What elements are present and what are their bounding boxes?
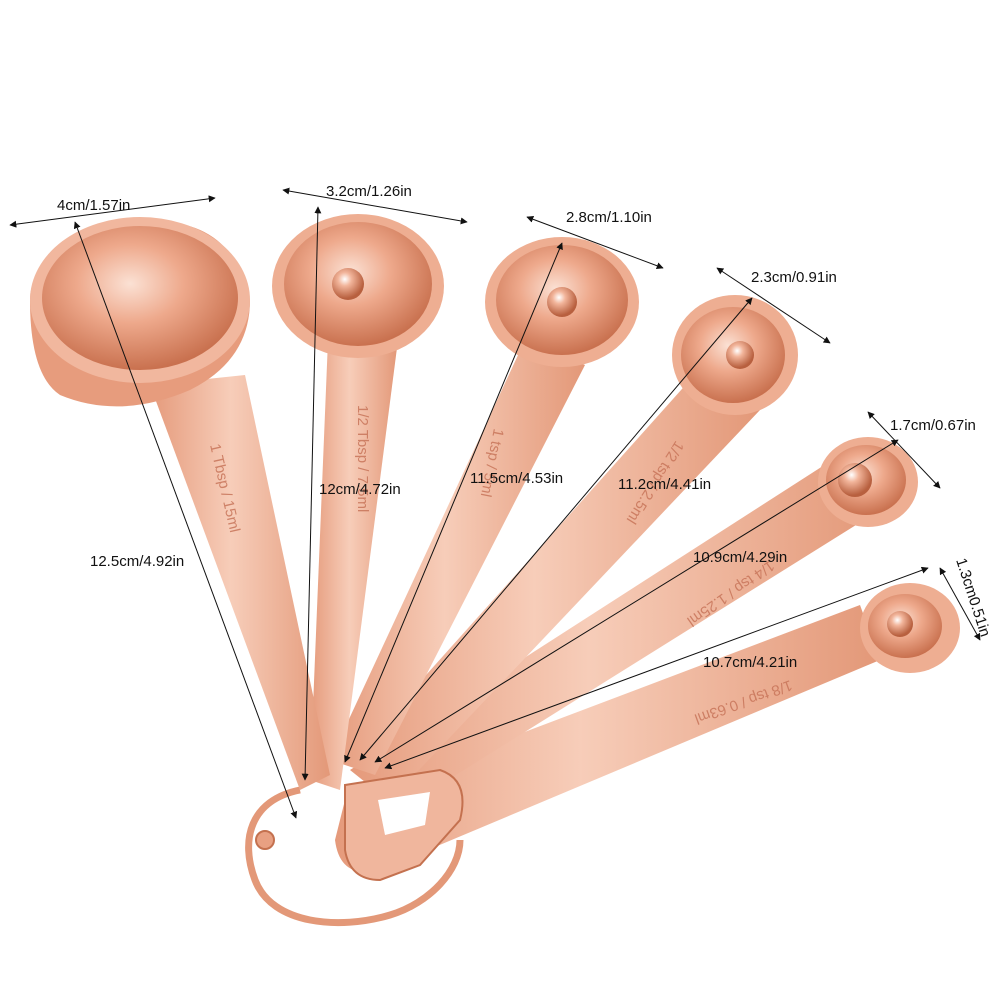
length-label-quarter-tsp: 10.9cm/4.29in: [693, 549, 787, 566]
width-arrow-one-tbsp: [9, 195, 216, 228]
width-arrow-eighth-tsp: [939, 567, 981, 641]
ring-clasp: [255, 830, 275, 850]
length-label-half-tbsp: 12cm/4.72in: [319, 481, 401, 498]
width-arrow-quarter-tsp: [867, 411, 941, 489]
width-arrow-half-tsp: [716, 267, 831, 344]
length-label-one-tbsp: 12.5cm/4.92in: [90, 553, 184, 570]
key-ring: [245, 786, 464, 927]
width-arrow-one-tsp: [526, 215, 664, 270]
width-label-half-tsp: 2.3cm/0.91in: [751, 269, 837, 286]
width-label-one-tbsp: 4cm/1.57in: [57, 197, 130, 214]
width-label-half-tbsp: 3.2cm/1.26in: [326, 183, 412, 200]
length-arrow-one-tbsp: [73, 221, 298, 819]
width-arrow-half-tbsp: [282, 187, 468, 225]
length-label-eighth-tsp: 10.7cm/4.21in: [703, 654, 797, 671]
length-arrow-eighth-tsp: [384, 566, 929, 770]
length-label-half-tsp: 11.2cm/4.41in: [618, 476, 711, 493]
length-label-one-tsp: 11.5cm/4.53in: [470, 470, 563, 487]
width-label-quarter-tsp: 1.7cm/0.67in: [890, 417, 976, 434]
width-label-one-tsp: 2.8cm/1.10in: [566, 209, 652, 226]
length-arrow-half-tbsp: [301, 206, 322, 781]
